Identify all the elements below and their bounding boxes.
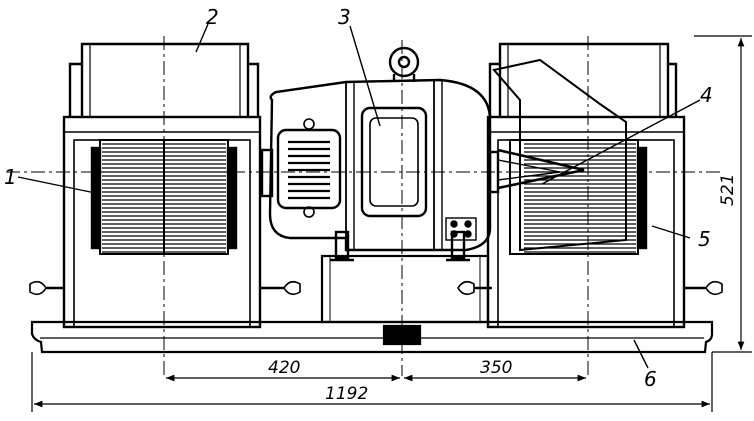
motor	[260, 46, 500, 296]
callout-2: 2	[206, 5, 219, 29]
callout-3: 3	[338, 5, 351, 29]
dimension-left-span: 420	[268, 358, 300, 378]
base-frame	[30, 254, 714, 354]
centre-lines	[6, 36, 722, 376]
right-drum-assembly	[486, 42, 723, 329]
dimension-height: 521	[718, 174, 738, 206]
callout-6: 6	[644, 367, 657, 391]
callout-1: 1	[4, 165, 17, 189]
dimension-total-length: 1192	[325, 384, 368, 404]
dimension-right-span: 350	[480, 358, 512, 378]
dimension-lines	[31, 35, 752, 412]
callout-4: 4	[700, 83, 713, 107]
callout-5: 5	[698, 227, 711, 251]
left-drum-assembly	[29, 42, 301, 329]
leader-lines	[17, 23, 701, 369]
